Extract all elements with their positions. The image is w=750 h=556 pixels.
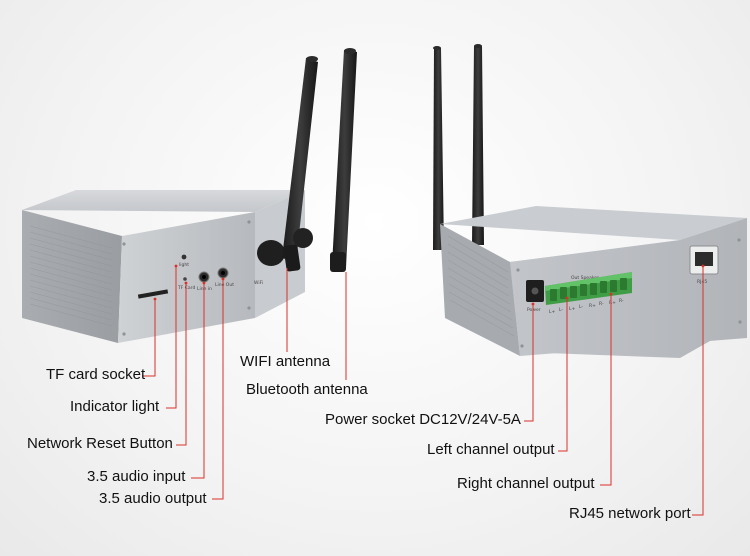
- terminal-label: L+: [549, 309, 556, 315]
- reset-button[interactable]: [183, 277, 187, 281]
- screw: [738, 320, 742, 324]
- right-housing-side: [440, 224, 520, 356]
- callout-lines: [142, 266, 704, 516]
- left-channel-callout-line: [558, 298, 568, 452]
- screw: [516, 268, 520, 272]
- terminal-label: R-: [599, 301, 604, 307]
- rj45-callout-line: [692, 266, 704, 516]
- rj45-mark: RJ45: [697, 279, 707, 285]
- tf-card-callout-line: [142, 299, 156, 377]
- audio-output-label: 3.5 audio output: [99, 490, 207, 507]
- right-housing-top: [440, 206, 747, 240]
- terminal-label: R+: [609, 300, 616, 306]
- wifi-mark: WiFi: [254, 280, 263, 286]
- light-mark: light: [179, 262, 189, 268]
- reset-callout-line: [176, 283, 187, 446]
- screw: [247, 306, 251, 310]
- audio-input-callout-line: [191, 283, 205, 479]
- terminal-label: L-: [559, 307, 563, 313]
- screw: [247, 220, 251, 224]
- line-in-mark: Line in: [197, 286, 212, 292]
- screw: [122, 242, 126, 246]
- rj45-network-port-label: RJ45 network port: [569, 505, 691, 522]
- screw: [737, 238, 741, 242]
- right-channel-output-label: Right channel output: [457, 475, 595, 492]
- terminal-screws: [550, 278, 627, 301]
- screw: [520, 344, 524, 348]
- audio-output-callout-line: [212, 279, 224, 500]
- network-reset-button-label: Network Reset Button: [27, 435, 173, 452]
- left-wifi-antenna: [257, 56, 318, 266]
- right-antenna-2: [472, 44, 484, 245]
- right-device: Power Out Speaker L+ L- L+ L- R+ R- R+ R…: [433, 44, 747, 358]
- out-speaker-mark: Out Speaker: [571, 275, 599, 281]
- screw: [122, 332, 126, 336]
- right-channel-callout-line: [600, 294, 612, 486]
- audio-input-label: 3.5 audio input: [87, 468, 186, 485]
- power-callout-line: [524, 304, 534, 422]
- right-antenna-1: [433, 46, 444, 250]
- indicator-callout-line: [166, 266, 177, 409]
- indicator-light: [181, 254, 187, 260]
- bluetooth-antenna-label: Bluetooth antenna: [246, 381, 368, 398]
- power-mark: Power: [527, 307, 541, 313]
- terminal-labels: L+ L- L+ L- R+ R- R+ R-: [549, 298, 624, 315]
- left-housing-top: [22, 190, 305, 212]
- line-out-mark: Line Out: [215, 282, 234, 288]
- left-front-panel: [118, 212, 255, 343]
- right-side-vents: [447, 235, 515, 337]
- terminal-label: R-: [619, 298, 624, 304]
- left-bluetooth-antenna: [293, 48, 357, 272]
- power-socket-label: Power socket DC12V/24V-5A: [325, 411, 521, 428]
- terminal-label: L+: [569, 306, 576, 312]
- terminal-label: R+: [589, 303, 596, 309]
- indicator-light-label: Indicator light: [70, 398, 160, 415]
- callout-dots: [153, 264, 705, 306]
- tf-card-slot[interactable]: [137, 289, 169, 299]
- tf-card-socket-label: TF card socket: [46, 366, 146, 383]
- left-device: light TF Card Line in Line Out WiFi: [22, 48, 357, 343]
- wifi-antenna-label: WIFI antenna: [240, 353, 331, 370]
- left-side-vents: [29, 225, 113, 327]
- left-wifi-antenna-base: [283, 244, 301, 272]
- left-channel-output-label: Left channel output: [427, 441, 555, 458]
- terminal-label: L-: [579, 304, 583, 310]
